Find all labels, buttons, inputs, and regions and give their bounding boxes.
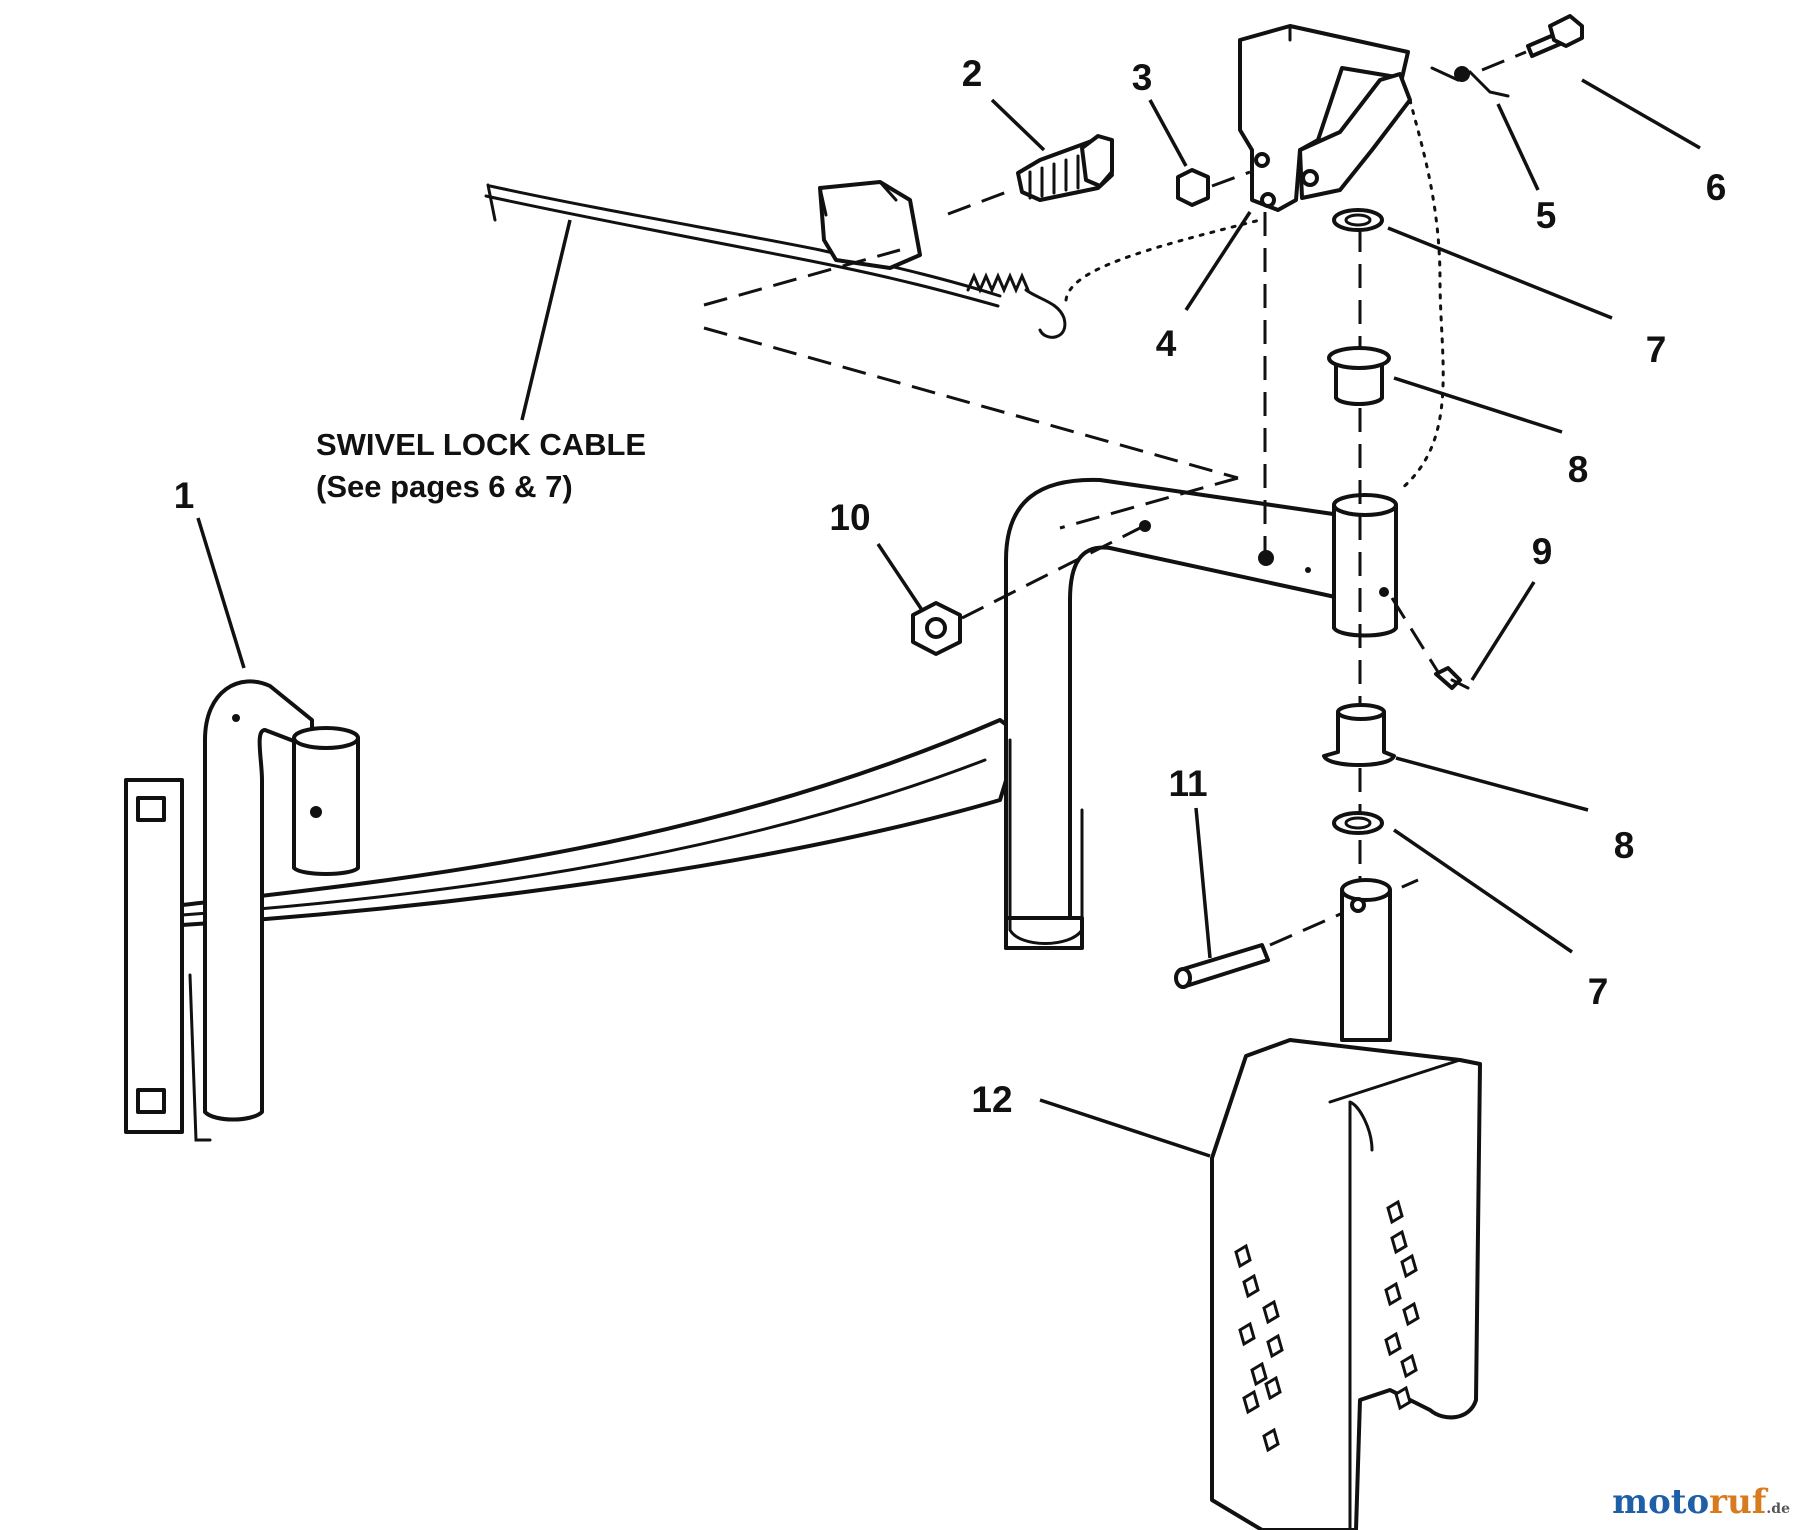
callout-6: 6 <box>1706 167 1727 208</box>
callout-8-upper: 8 <box>1568 449 1589 490</box>
spring-pin <box>1430 66 1510 98</box>
callout-labels: 1 2 3 4 5 6 7 7 8 8 9 10 11 12 <box>174 53 1727 1120</box>
leader-lines <box>196 78 1701 1158</box>
bushing-upper <box>1327 346 1391 406</box>
callout-7-lower: 7 <box>1588 971 1609 1012</box>
cable-label-reference: (See pages 6 & 7) <box>316 469 573 504</box>
caster-fork <box>1210 878 1482 1530</box>
callout-9: 9 <box>1532 531 1553 572</box>
watermark-suffix: .de <box>1766 1501 1790 1517</box>
hex-screw <box>1481 14 1584 72</box>
callout-5: 5 <box>1536 195 1557 236</box>
bushing-lower <box>1322 703 1396 767</box>
callout-11: 11 <box>1168 763 1207 804</box>
caster-arm <box>1004 477 1398 950</box>
watermark-brand-b: ruf <box>1709 1482 1767 1522</box>
callout-12: 12 <box>971 1079 1012 1120</box>
nut <box>1176 168 1251 207</box>
thrust-washer-upper <box>1332 208 1384 232</box>
watermark-brand-a: moto <box>1612 1482 1710 1522</box>
callout-1: 1 <box>174 475 195 516</box>
swivel-lock-cable <box>484 98 1445 530</box>
swivel-lock-bracket <box>1238 24 1412 212</box>
cable-label-title: SWIVEL LOCK CABLE <box>316 427 646 462</box>
callout-8-lower: 8 <box>1614 825 1635 866</box>
front-axle-bracket <box>124 679 1022 1142</box>
lock-nut <box>911 526 1141 656</box>
callout-2: 2 <box>962 53 983 94</box>
watermark: motoruf.de <box>1612 1482 1790 1522</box>
set-screw <box>1390 597 1470 690</box>
callout-4: 4 <box>1156 323 1177 364</box>
thrust-washer-lower <box>1332 811 1384 835</box>
callout-3: 3 <box>1132 57 1153 98</box>
callout-7-upper: 7 <box>1646 329 1667 370</box>
callout-10: 10 <box>829 497 870 538</box>
hex-bolt <box>947 134 1114 216</box>
